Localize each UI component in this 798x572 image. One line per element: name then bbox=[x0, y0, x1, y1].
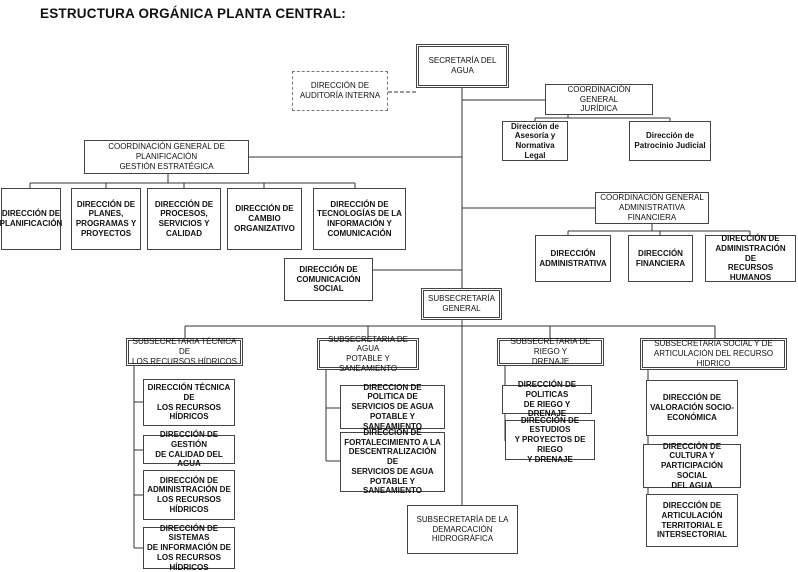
node-planificacion: DIRECCIÓN DE PLANIFICACIÓN bbox=[0, 188, 63, 250]
node-label: Dirección de Patrocinio Judicial bbox=[634, 131, 706, 150]
node-planes-programas: DIRECCIÓN DE PLANES, PROGRAMAS Y PROYECT… bbox=[71, 188, 141, 250]
node-label: DIRECCIÓN DE ADMINISTRACIÓN DE LOS RECUR… bbox=[147, 475, 231, 514]
node-demarcacion-hidrografica: SUBSECRETARÍA DE LA DEMARCACIÓN HIDROGRÁ… bbox=[407, 505, 518, 554]
node-tecnica-recursos-hidricos: DIRECCIÓN TÉCNICA DE LOS RECURSOS HÍDRIC… bbox=[143, 379, 235, 426]
node-subsecretaria-agua-potable: SUBSECRETARIA DE AGUA POTABLE Y SANEAMIE… bbox=[317, 335, 419, 373]
node-label: DIRECCIÓN FINANCIERA bbox=[635, 248, 686, 268]
node-label: COORDINACIÓN GENERAL JURÍDICA bbox=[567, 84, 631, 114]
node-procesos-servicios: DIRECCIÓN DE PROCESOS, SERVICIOS Y CALID… bbox=[147, 188, 221, 250]
node-label: DIRECCIÓN DE ARTICULACIÓN TERRITORIAL E … bbox=[656, 501, 728, 540]
node-label: COORDINACIÓN GENERAL DE PLANIFICACIÓN GE… bbox=[108, 142, 225, 171]
node-coordinacion-administrativa: COORDINACIÓN GENERAL ADMINISTRATIVA FINA… bbox=[595, 192, 709, 224]
node-label: COORDINACIÓN GENERAL ADMINISTRATIVA FINA… bbox=[600, 193, 704, 222]
node-label: DIRECCIÓN DE CAMBIO ORGANIZATIVO bbox=[234, 204, 295, 233]
node-label: SUBSECRETARIA DE RIEGO Y DRENAJE bbox=[510, 337, 591, 366]
node-administracion-recursos-hidricos: DIRECCIÓN DE ADMINISTRACIÓN DE LOS RECUR… bbox=[143, 470, 235, 520]
node-valoracion-socioeconomica: DIRECCIÓN DE VALORACIÓN SOCIO- ECONÓMICA bbox=[646, 380, 738, 436]
node-label: DIRECCION DE FORTALECIMIENTO A LA DESCEN… bbox=[344, 427, 441, 496]
node-label: SUBSECRETARÍA DE LA DEMARCACIÓN HIDROGRÁ… bbox=[416, 514, 509, 544]
node-comunicacion-social: DIRECCIÓN DE COMUNICACIÓN SOCIAL bbox=[284, 258, 373, 301]
node-subsecretaria-tecnica: SUBSECRETARIA TÉCNICA DE LOS RECURSOS HÍ… bbox=[126, 337, 243, 366]
node-label: DIRECCIÓN DE PROCESOS, SERVICIOS Y CALID… bbox=[154, 199, 214, 238]
node-tecnologias-informacion: DIRECCIÓN DE TECNOLOGÍAS DE LA INFORMACI… bbox=[313, 188, 406, 250]
node-label: SUBSECRETARIA DE AGUA POTABLE Y SANEAMIE… bbox=[328, 334, 408, 373]
node-label: DIRECCIÓN DE CULTURA Y PARTICIPACIÓN SOC… bbox=[661, 441, 723, 490]
node-label: DIRECCIÓN DE POLITICAS DE RIEGO Y DRENAJ… bbox=[517, 380, 577, 419]
node-estudios-riego: DIRECCIÓN DE ESTUDIOS Y PROYECTOS DE RIE… bbox=[505, 416, 595, 464]
node-patrocinio-judicial: Dirección de Patrocinio Judicial bbox=[629, 121, 711, 161]
node-cambio-organizativo: DIRECCIÓN DE CAMBIO ORGANIZATIVO bbox=[227, 188, 302, 250]
node-auditoria-interna: DIRECCIÓN DE AUDITORÍA INTERNA bbox=[292, 71, 388, 111]
node-label: Dirección de Asesoría y Normativa Legal bbox=[510, 121, 559, 160]
node-secretaria-del-agua: SECRETARÍA DEL AGUA bbox=[416, 44, 509, 88]
page-title: ESTRUCTURA ORGÁNICA PLANTA CENTRAL: bbox=[40, 6, 346, 21]
node-articulacion-territorial: DIRECCIÓN DE ARTICULACIÓN TERRITORIAL E … bbox=[646, 494, 738, 547]
node-label: SUBSECRETARIA SOCIAL Y DE ARTICULACIÓN D… bbox=[653, 339, 774, 368]
node-financiera: DIRECCIÓN FINANCIERA bbox=[628, 235, 693, 282]
node-label: SUBSECRETARIA TÉCNICA DE LOS RECURSOS HÍ… bbox=[132, 337, 237, 366]
node-sistemas-informacion: DIRECCIÓN DE SISTEMAS DE INFORMACIÓN DE … bbox=[143, 523, 235, 572]
node-label: DIRECCIÓN DE COMUNICACIÓN SOCIAL bbox=[296, 264, 361, 294]
node-coordinacion-planificacion: COORDINACIÓN GENERAL DE PLANIFICACIÓN GE… bbox=[84, 140, 249, 174]
node-subsecretaria-social: SUBSECRETARIA SOCIAL Y DE ARTICULACIÓN D… bbox=[640, 338, 787, 370]
node-label: DIRECCIÓN DE SISTEMAS DE INFORMACIÓN DE … bbox=[147, 523, 231, 572]
node-calidad-agua: DIRECCIÓN DE GESTIÓN DE CALIDAD DEL AGUA bbox=[143, 430, 235, 468]
node-label: DIRECCIÓN DE PLANIFICACIÓN bbox=[0, 209, 63, 228]
node-label: DIRECCIÓN DE TECNOLOGÍAS DE LA INFORMACI… bbox=[317, 199, 402, 238]
node-fortalecimiento-descentralizacion: DIRECCION DE FORTALECIMIENTO A LA DESCEN… bbox=[340, 428, 445, 495]
node-politica-agua-potable: DIRECCION DE POLITICA DE SERVICIOS DE AG… bbox=[340, 382, 445, 431]
node-asesoria-normativa: Dirección de Asesoría y Normativa Legal bbox=[502, 121, 568, 161]
node-label: DIRECCION DE POLITICA DE SERVICIOS DE AG… bbox=[351, 382, 434, 431]
node-cultura-participacion: DIRECCIÓN DE CULTURA Y PARTICIPACIÓN SOC… bbox=[643, 441, 741, 490]
node-coordinacion-juridica: COORDINACIÓN GENERAL JURÍDICA bbox=[545, 84, 653, 115]
node-label: SUBSECRETARÍA GENERAL bbox=[428, 294, 495, 313]
node-administrativa: DIRECCIÓN ADMINISTRATIVA bbox=[535, 235, 611, 282]
node-label: DIRECCIÓN DE ADMINISTRACIÓN DE RECURSOS … bbox=[715, 234, 786, 283]
node-subsecretaria-general: SUBSECRETARÍA GENERAL bbox=[421, 288, 502, 320]
node-label: DIRECCIÓN DE ESTUDIOS Y PROYECTOS DE RIE… bbox=[514, 415, 586, 464]
node-label: DIRECCIÓN TÉCNICA DE LOS RECURSOS HÍDRIC… bbox=[147, 383, 231, 422]
node-label: DIRECCIÓN DE PLANES, PROGRAMAS Y PROYECT… bbox=[75, 199, 137, 238]
node-label: DIRECCIÓN DE AUDITORÍA INTERNA bbox=[299, 81, 381, 100]
node-politicas-riego: DIRECCIÓN DE POLITICAS DE RIEGO Y DRENAJ… bbox=[502, 380, 592, 418]
node-label: DIRECCIÓN DE VALORACIÓN SOCIO- ECONÓMICA bbox=[650, 393, 734, 422]
node-label: DIRECCIÓN DE GESTIÓN DE CALIDAD DEL AGUA bbox=[155, 430, 223, 469]
node-label: DIRECCIÓN ADMINISTRATIVA bbox=[539, 248, 607, 268]
node-label: SECRETARÍA DEL AGUA bbox=[428, 56, 497, 75]
node-subsecretaria-riego: SUBSECRETARIA DE RIEGO Y DRENAJE bbox=[497, 337, 604, 366]
node-recursos-humanos: DIRECCIÓN DE ADMINISTRACIÓN DE RECURSOS … bbox=[705, 234, 796, 283]
